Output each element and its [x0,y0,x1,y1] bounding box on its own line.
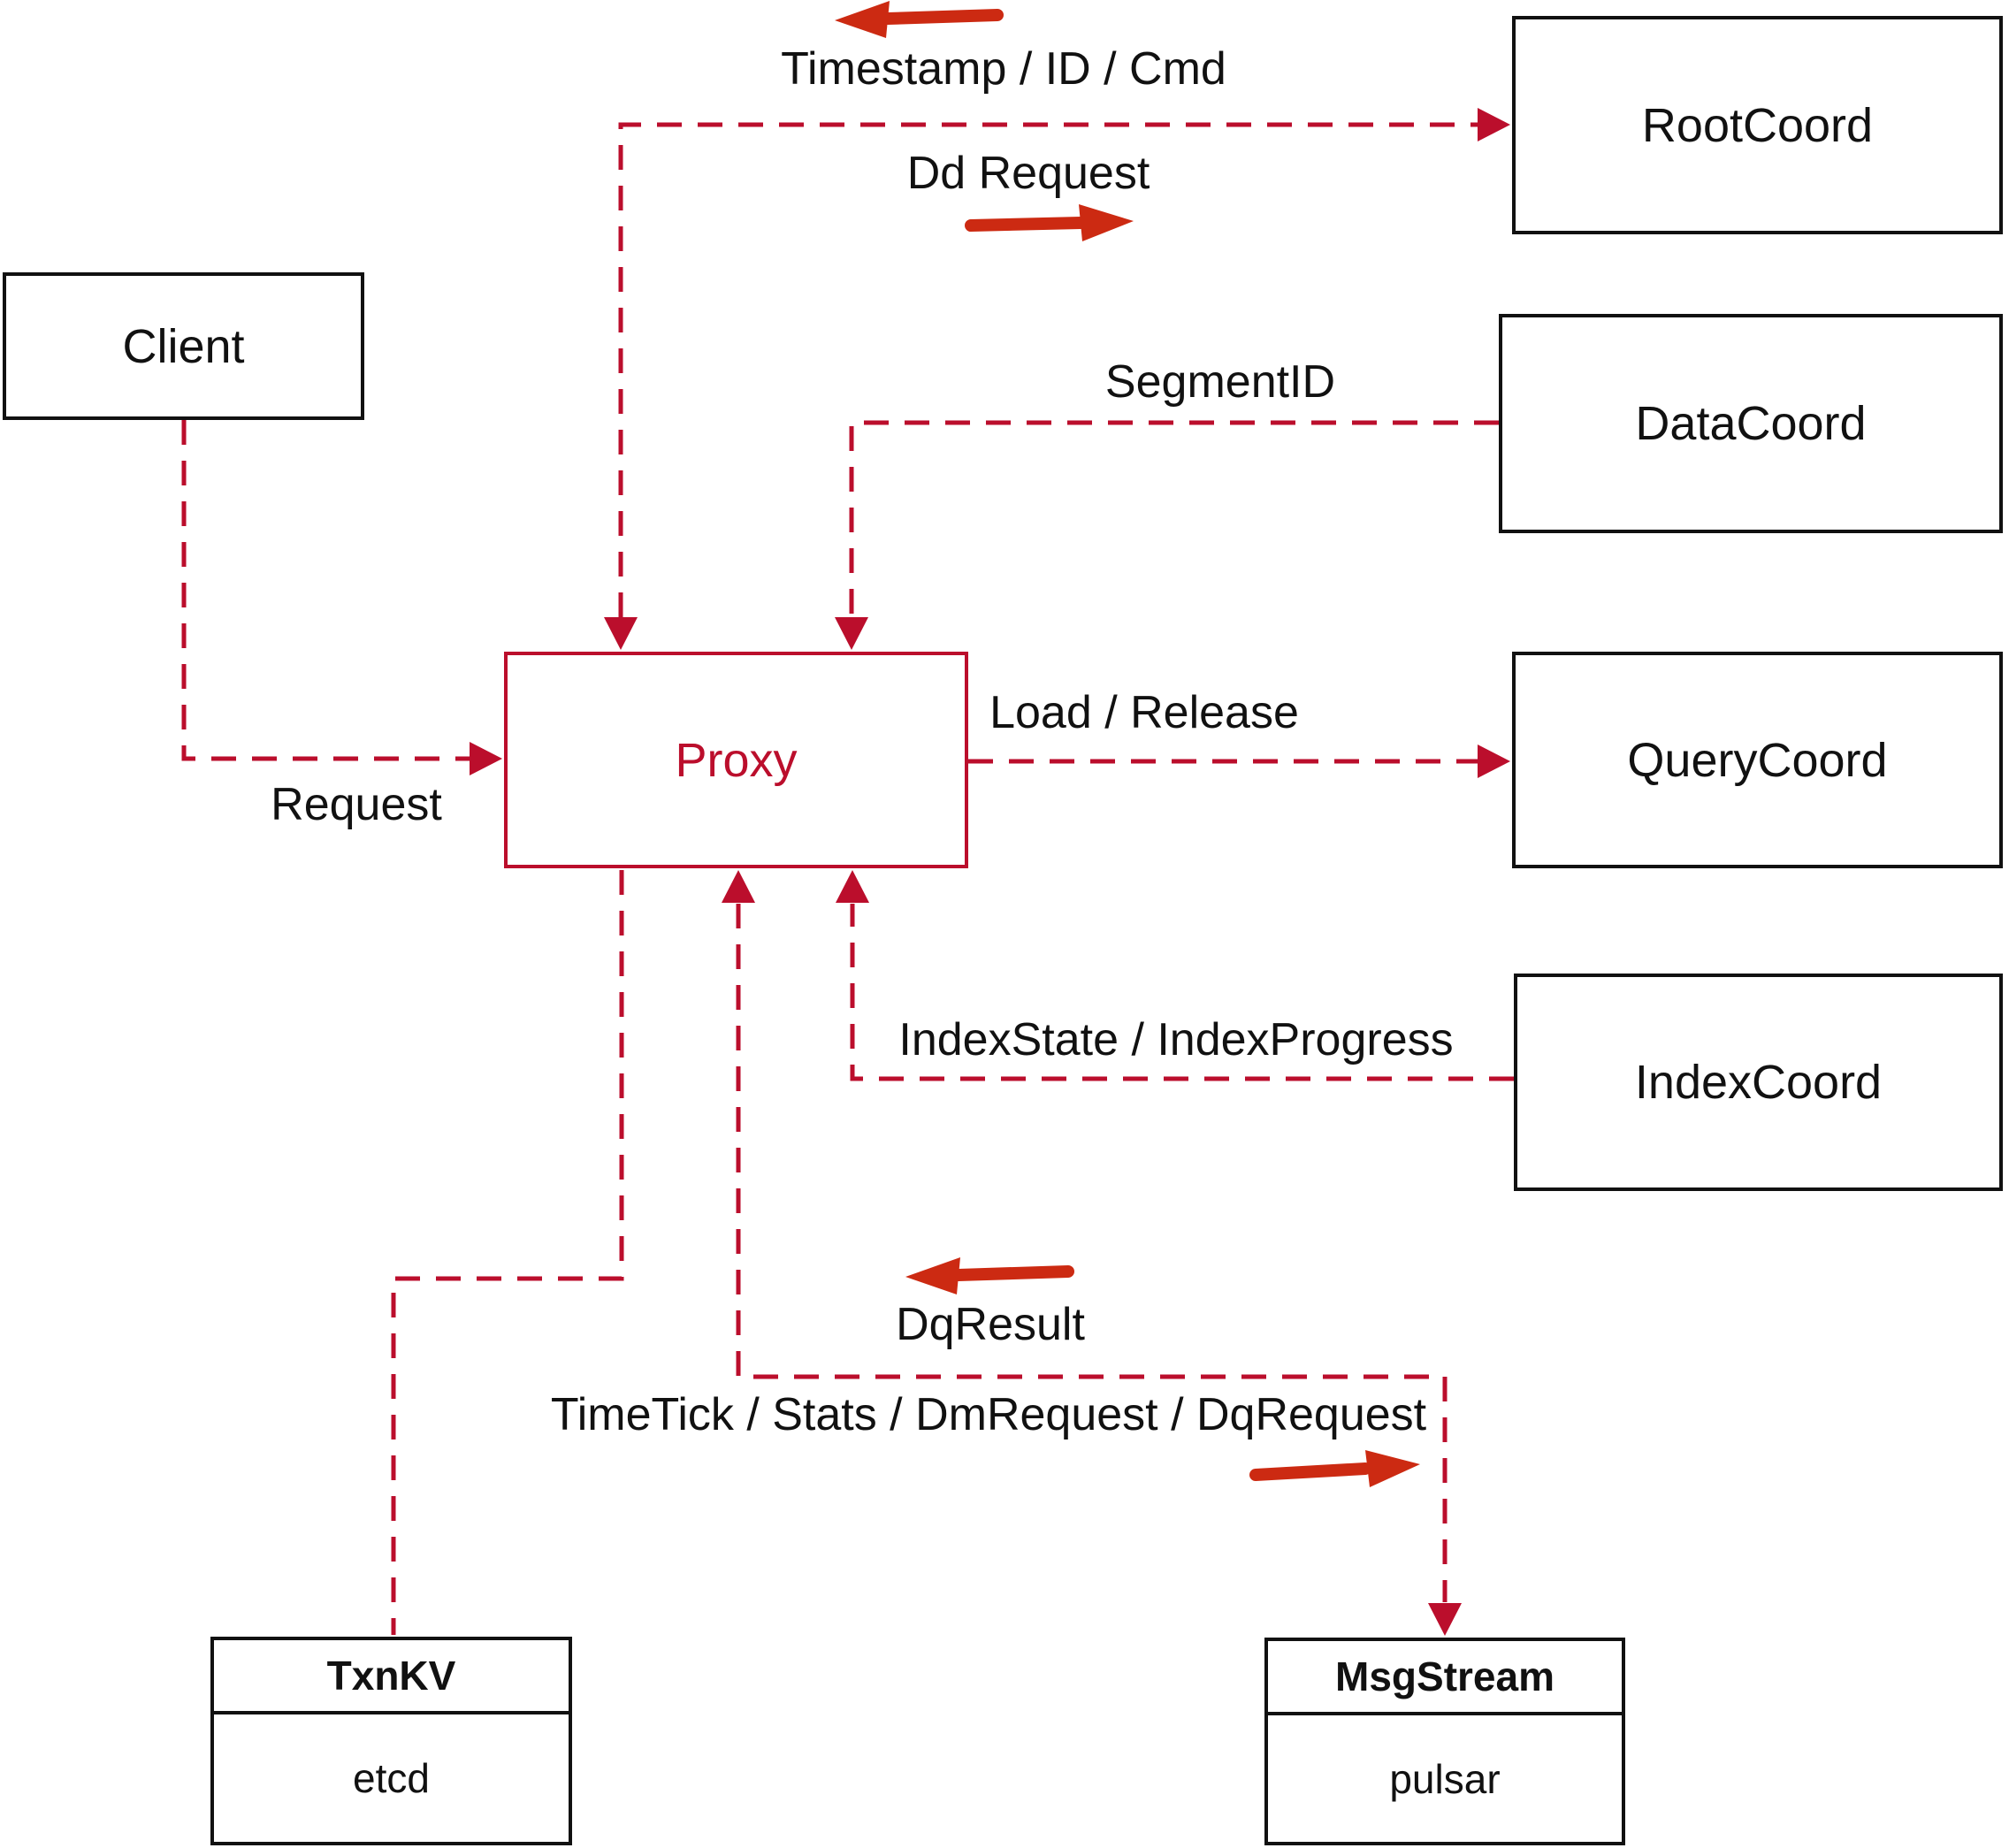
edge-label-segment-id: SegmentID [1104,356,1336,408]
node-txnkv: TxnKV etcd [210,1637,572,1845]
edge-client-proxy [181,420,470,761]
edge-label-time-tick-stats: TimeTick / Stats / DmRequest / DqRequest [550,1389,1427,1440]
node-client: Client [3,272,364,420]
node-rootcoord: RootCoord [1512,16,2003,234]
edge-label-request: Request [271,779,442,830]
node-datacoord: DataCoord [1499,314,2003,533]
edge-indexcoord-proxy [850,904,1514,1081]
timestamp-direction-arrow-left-icon [835,1,1004,38]
edge-label-dq-result: DqResult [896,1299,1085,1350]
edge-label-load-release: Load / Release [989,687,1299,738]
dq-result-direction-arrow-left-icon [905,1257,1074,1294]
edge-datacoord-proxy [849,420,1499,617]
edge-proxy-msgstream-arrowhead-down [1428,1603,1462,1636]
node-indexcoord: IndexCoord [1514,974,2003,1191]
node-proxy-label: Proxy [675,733,798,787]
node-querycoord-label: QueryCoord [1627,733,1888,787]
node-rootcoord-label: RootCoord [1641,98,1874,152]
edge-client-proxy-arrowhead [470,742,502,775]
node-client-label: Client [122,319,245,373]
edge-proxy-rootcoord-arrowhead-right [1478,108,1510,141]
dd-request-direction-arrow-right-icon [965,204,1134,241]
edge-proxy-querycoord-arrowhead [1478,745,1510,778]
edge-label-index-state-progress: IndexState / IndexProgress [898,1014,1454,1065]
node-indexcoord-label: IndexCoord [1634,1056,1883,1109]
edge-proxy-msgstream [736,904,1448,1602]
edge-proxy-msgstream-arrowhead-up [722,870,755,903]
edge-label-dd-request: Dd Request [906,148,1150,199]
node-msgstream-title: MsgStream [1268,1641,1622,1715]
node-proxy: Proxy [504,652,968,868]
node-txnkv-impl: etcd [353,1755,430,1801]
edge-proxy-rootcoord [618,122,1478,617]
edge-indexcoord-proxy-arrowhead [836,870,869,903]
node-querycoord: QueryCoord [1512,652,2003,868]
edge-datacoord-proxy-arrowhead [835,617,868,650]
edge-proxy-txnkv [391,870,624,1635]
node-txnkv-title: TxnKV [214,1640,569,1714]
node-msgstream: MsgStream pulsar [1264,1638,1625,1845]
edge-proxy-rootcoord-arrowhead-down [604,617,638,650]
node-msgstream-impl: pulsar [1389,1755,1501,1802]
time-tick-direction-arrow-right-icon [1249,1450,1420,1487]
edge-label-timestamp-id-cmd: Timestamp / ID / Cmd [781,43,1226,95]
node-datacoord-label: DataCoord [1635,397,1867,450]
